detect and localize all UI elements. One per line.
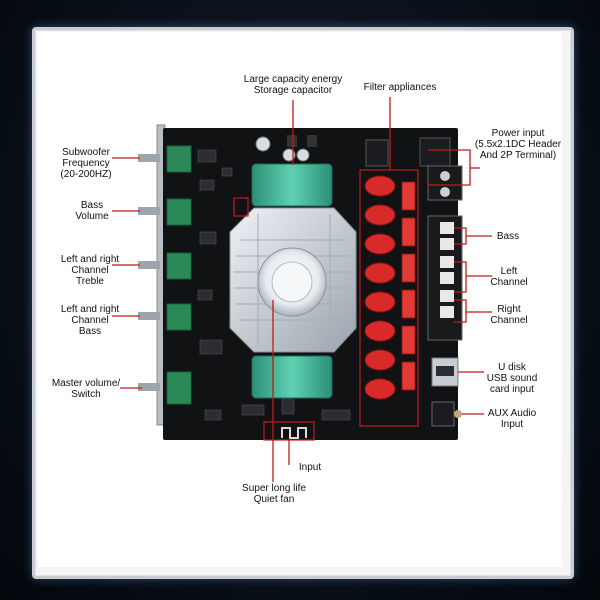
potentiometer-treble[interactable] xyxy=(138,252,192,280)
dc-power-jack[interactable] xyxy=(365,137,451,167)
power-terminal[interactable] xyxy=(427,165,463,201)
label-bass-output: Bass xyxy=(496,231,520,242)
potentiometer-bass-volume[interactable] xyxy=(138,198,192,226)
potentiometer-lr-bass[interactable] xyxy=(138,303,192,331)
label-input: Input xyxy=(298,462,322,473)
storage-capacitor-top xyxy=(251,163,333,207)
smd-components xyxy=(197,149,351,421)
small-capacitors xyxy=(255,135,317,162)
label-filter: Filter appliances xyxy=(363,82,437,93)
speaker-terminal-block[interactable] xyxy=(427,215,463,341)
aux-jack[interactable] xyxy=(431,401,462,427)
potentiometer-subwoofer[interactable] xyxy=(138,145,192,173)
filter-inductors xyxy=(359,169,419,427)
storage-capacitor-bottom xyxy=(251,355,333,399)
label-master: Master volume/Switch xyxy=(51,378,121,400)
highlight-pot-red xyxy=(233,197,249,217)
leader-lines xyxy=(112,97,492,482)
potentiometer-master[interactable] xyxy=(138,371,192,405)
fan xyxy=(257,247,327,317)
usb-port[interactable] xyxy=(431,357,459,387)
